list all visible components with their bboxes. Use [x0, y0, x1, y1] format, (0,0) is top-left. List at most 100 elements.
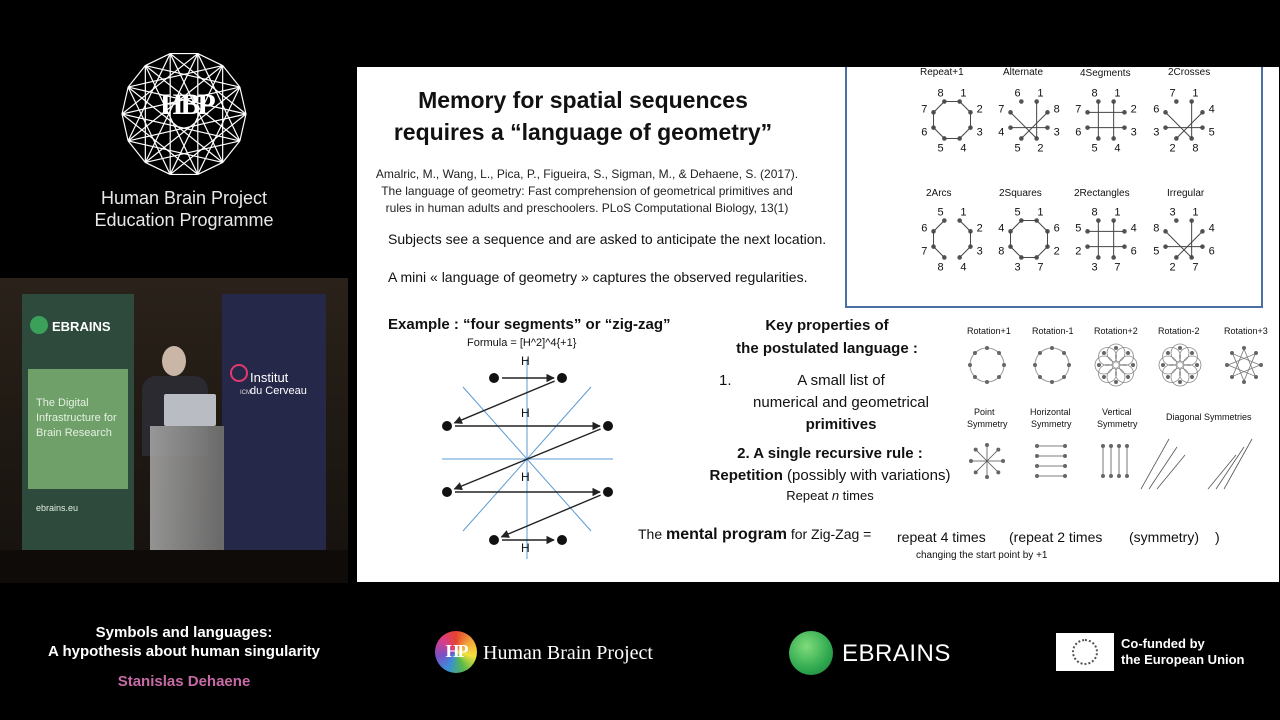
octagon-number: 4 [1131, 223, 1137, 235]
rotation-dot [1190, 350, 1195, 355]
rotation-dot [1002, 363, 1006, 367]
rotation-dot [972, 350, 977, 355]
eu-flag-icon [1056, 633, 1114, 671]
sequence-dot [489, 535, 499, 545]
octagon-edge [1165, 230, 1193, 258]
hbp-footer-logo-initials: HP [445, 641, 469, 661]
rotation-petal [1115, 364, 1134, 383]
ebrains-banner-logo-icon [30, 316, 48, 334]
rotation-petal [1170, 367, 1190, 387]
octagon-edge [1175, 230, 1203, 258]
institut-logo-icon [230, 364, 248, 382]
grid-title-4segments: 4Segments [1080, 68, 1131, 79]
octagon-number: 8 [1153, 223, 1159, 235]
octagon-edge [1175, 111, 1203, 139]
h-label-3: H [521, 470, 530, 484]
item2-line2: Repetition (possibly with variations) [687, 467, 973, 484]
talk-title-line2: A hypothesis about human singularity [48, 643, 320, 660]
rotation-dot [1067, 363, 1071, 367]
horizontal-symmetry-dot [1063, 474, 1067, 478]
sequence-dot [603, 487, 613, 497]
octagon-number: 1 [1037, 87, 1043, 99]
hbp-name-line: Human Brain Project [100, 188, 268, 208]
prim-rotation-minus2: Rotation-2 [1158, 326, 1200, 336]
vertical-symmetry-dot [1109, 474, 1113, 478]
octagon-number: 7 [1169, 87, 1175, 99]
octagon-number: 1 [1037, 206, 1043, 218]
sequence-arrow [453, 428, 601, 490]
horizontal-symmetry-dot [1063, 454, 1067, 458]
octagon-number: 2 [977, 223, 983, 235]
institut-name-line1: Institut [250, 370, 289, 385]
rotation-dot [1101, 350, 1106, 355]
prim-rotation-minus1: Rotation-1 [1032, 326, 1074, 336]
octagon-edge [933, 101, 945, 113]
rotation-dot [1195, 363, 1199, 367]
rotation-petal [1106, 367, 1126, 387]
octagon-edge [959, 101, 971, 113]
octagon-number: 6 [1054, 223, 1060, 235]
program-for: for Zig-Zag = [786, 526, 872, 542]
rotation-petal [1158, 355, 1178, 375]
octagon-edge [1010, 220, 1022, 232]
rotation-dot [1062, 375, 1067, 380]
slide-title-line2: requires a “language of geometry” [393, 119, 773, 145]
rotation-dot [1050, 380, 1054, 384]
institut-name-line2: du Cerveau [250, 385, 307, 397]
vertical-symmetry-dot [1101, 444, 1105, 448]
octagon-number: 6 [1075, 126, 1081, 138]
item2-line3: Repeat n times [717, 488, 943, 503]
point-symmetry-ray [975, 460, 988, 473]
rotation-dot [1062, 350, 1067, 355]
rotation-dot [1178, 346, 1182, 350]
point-symmetry-ray [986, 449, 999, 462]
octagon-number: 6 [1014, 87, 1020, 99]
point-symmetry-dot [996, 470, 1001, 475]
institut-banner: ICM Institut du Cerveau [222, 294, 326, 556]
octagon-number: 2 [1037, 143, 1043, 155]
octagon-edge [959, 127, 971, 139]
octagon-number: 3 [977, 126, 983, 138]
octagon-number: 4 [998, 126, 1004, 138]
item2-variations: (possibly with variations) [782, 467, 951, 484]
point-symmetry-dot [1001, 459, 1005, 463]
diagonal-symmetry-line [1215, 446, 1245, 490]
rotation-star-line [1243, 348, 1256, 377]
ebrains-banner-text: The Digital Infrastructure for Brain Res… [36, 397, 117, 439]
rotation-petal [1179, 364, 1198, 383]
rotation-dot [1114, 346, 1118, 350]
sequence-dot [489, 373, 499, 383]
rotation-dot [972, 375, 977, 380]
octagon-number: 3 [1054, 126, 1060, 138]
rotation-dot [1037, 350, 1042, 355]
octagon-number: 1 [1192, 87, 1198, 99]
octagon-edge [1010, 246, 1022, 258]
sequence-dot [557, 373, 567, 383]
rotation-petal [1098, 347, 1117, 366]
h-label-4: H [521, 541, 530, 555]
rotation-petal [1094, 355, 1114, 375]
rotation-dot [1050, 346, 1054, 350]
eu-cofunded-line1: Co-funded by [1121, 636, 1205, 651]
prim-rotation-plus2: Rotation+2 [1094, 326, 1138, 336]
institut-prefix: ICM [240, 390, 251, 396]
vertical-symmetry-dot [1117, 444, 1121, 448]
octagon-number: 3 [1091, 262, 1097, 274]
octagon-number: 7 [921, 104, 927, 116]
octagon-dot [1019, 99, 1024, 104]
octagon-number: 2 [1075, 245, 1081, 257]
geometry-examples-frame [845, 67, 1263, 308]
octagon-number: 3 [977, 245, 983, 257]
times-word: times [839, 488, 874, 503]
rotation-dot [1165, 350, 1170, 355]
ebrains-banner: EBRAINS The Digital Infrastructure for B… [22, 294, 134, 556]
prim-horizontal-label1: Horizontal [1030, 407, 1071, 417]
diagonal-symmetry-line [1140, 438, 1170, 490]
octagon-number: 2 [1131, 104, 1137, 116]
rotation-star-line [1232, 348, 1245, 377]
hbp-initials: HBP [160, 88, 216, 121]
octagon-number: 4 [960, 262, 966, 274]
item2-line1: 2. A single recursive rule : [737, 445, 923, 462]
rotation-dot [1190, 375, 1195, 380]
